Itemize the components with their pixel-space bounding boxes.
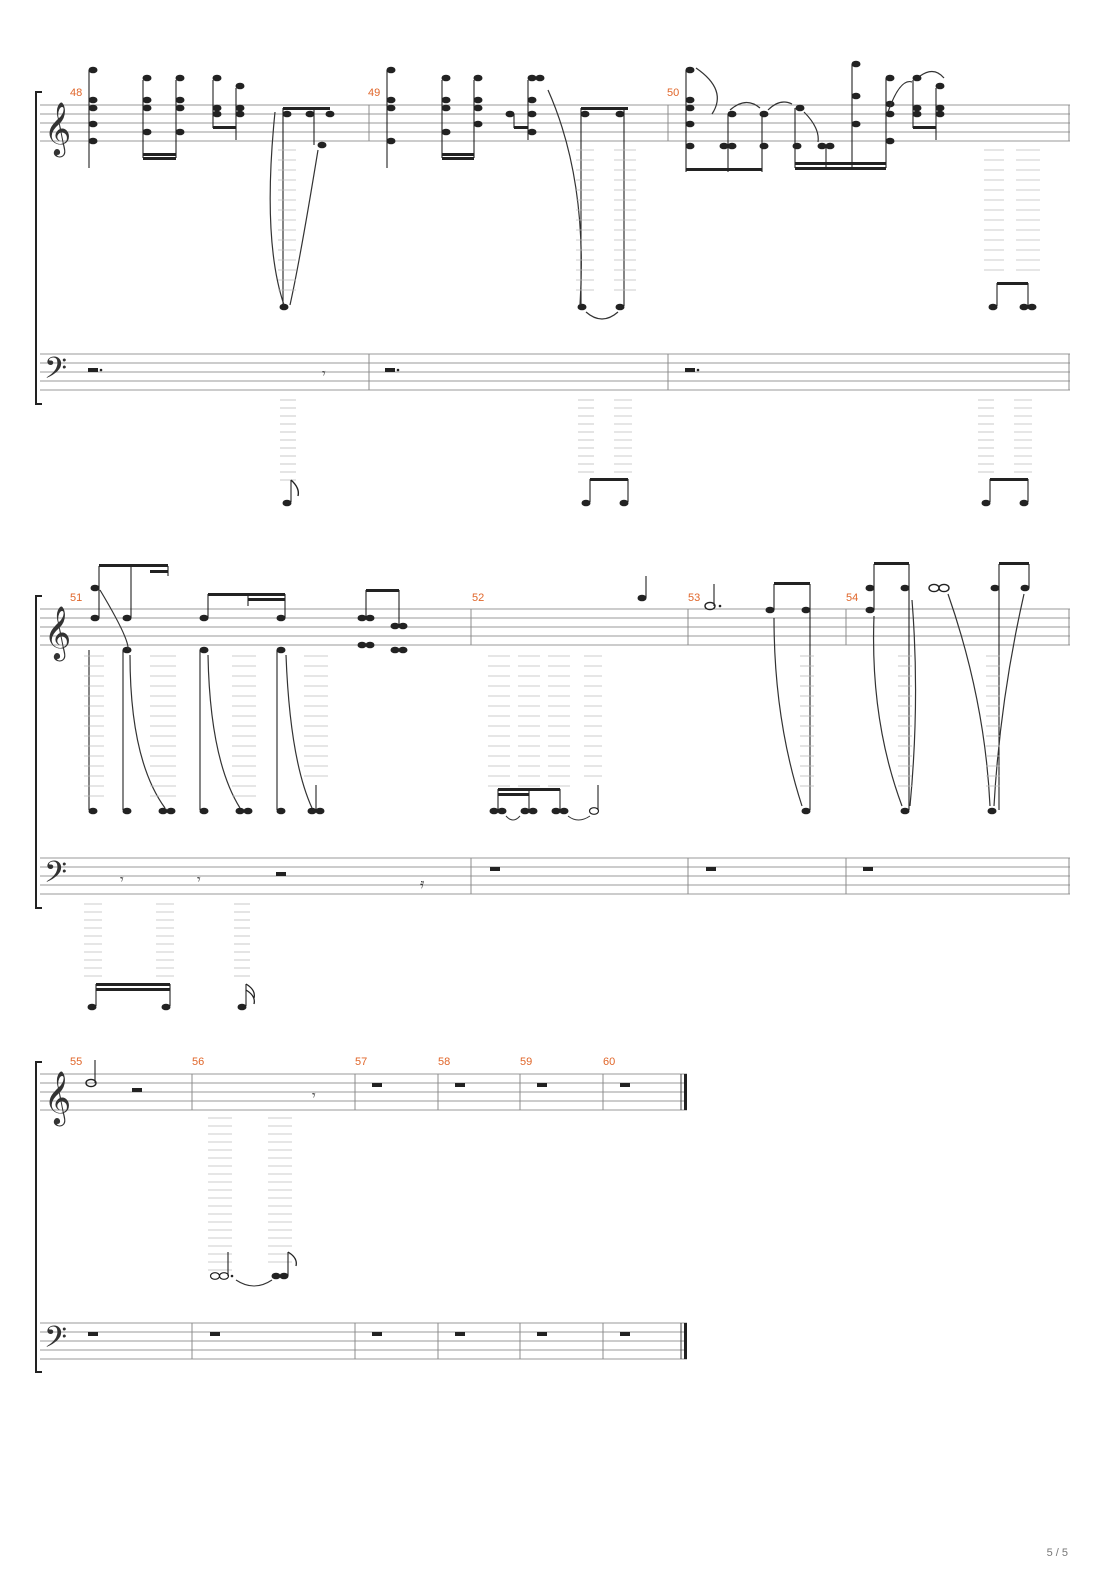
notes-m54 [865,562,1030,815]
whole-rest [706,867,716,871]
ledger-lines-m48 [278,149,296,291]
whole-rest [620,1083,630,1087]
whole-rest [620,1332,630,1336]
treble-clef-icon: 𝄞 [44,101,71,157]
chord-group-m48 [88,66,335,311]
measure-number: 58 [438,1056,450,1068]
whole-rest [210,1332,220,1336]
chord-group-m49 [386,66,628,320]
notes-m53 [704,582,814,815]
measure-number: 59 [520,1056,532,1068]
half-rest [385,368,395,372]
system-brace-icon [35,91,42,405]
whole-rest [537,1332,547,1336]
whole-rest [88,1332,98,1336]
eighth-rest: 𝄾 [322,366,326,382]
bass-staff-2: 𝄢 [40,856,1070,897]
measure-number: 60 [603,1056,615,1068]
chord-group-m50 [685,60,1037,311]
system-1: 𝄞 𝄢 48 49 50 [35,60,1070,507]
system-brace-icon [35,1061,42,1373]
bass-clef-icon: 𝄢 [44,352,67,393]
bass-clef-icon: 𝄢 [44,1321,67,1362]
bass-staff-3: 𝄢 [40,1321,687,1362]
whole-rest [372,1083,382,1087]
system-2: 𝄞 𝄢 51 52 53 54 [35,562,1070,1011]
system-3: 𝄞 𝄢 55 56 57 58 59 60 𝄾 [35,1056,687,1373]
notes-m51 [88,564,408,815]
measure-number: 48 [70,87,82,99]
measure-number: 51 [70,592,82,604]
measure-number: 53 [688,592,700,604]
ledger-lines-m50 [984,149,1040,271]
half-rest [88,368,98,372]
whole-rest [490,867,500,871]
eighth-rest: 𝄾 [312,1088,316,1104]
ledger-lines-m51 [84,655,328,797]
eighth-rest: 𝄾 [120,872,124,888]
bass-low-notes-system-2 [84,903,255,1011]
ledger-lines-m49 [576,149,636,291]
measure-number: 49 [368,87,380,99]
system-brace-icon [35,595,42,909]
sixteenth-rest: 𝄿 [420,876,425,892]
treble-staff-1: 𝄞 [40,101,1070,157]
treble-clef-icon: 𝄞 [44,1070,71,1126]
whole-rests-system-3 [88,1083,630,1336]
bass-rests-system-1: 𝄾 [88,366,700,382]
treble-staff-3: 𝄞 [40,1070,687,1126]
notes-m52 [488,576,647,821]
whole-rest [863,867,873,871]
whole-rest [537,1083,547,1087]
measure-number: 54 [846,592,858,604]
half-rest [132,1088,142,1092]
whole-rest [372,1332,382,1336]
measure-number: 55 [70,1056,82,1068]
half-rest [276,872,286,876]
bass-low-notes-system-1 [280,399,1032,507]
bass-rests-system-2: 𝄾 𝄾 𝄿 [120,867,873,892]
bass-clef-icon: 𝄢 [44,856,67,897]
measure-number: 50 [667,87,679,99]
eighth-rest: 𝄾 [197,872,201,888]
notes-m55-56: 𝄾 [85,1060,316,1287]
treble-staff-2: 𝄞 [40,605,1070,661]
treble-clef-icon: 𝄞 [44,605,71,661]
page-indicator: 5 / 5 [1046,1547,1068,1559]
measure-number: 56 [192,1056,204,1068]
bass-staff-1: 𝄢 [40,352,1070,393]
whole-rest [455,1083,465,1087]
half-rest [685,368,695,372]
whole-rest [455,1332,465,1336]
measure-number: 57 [355,1056,367,1068]
measure-number: 52 [472,592,484,604]
